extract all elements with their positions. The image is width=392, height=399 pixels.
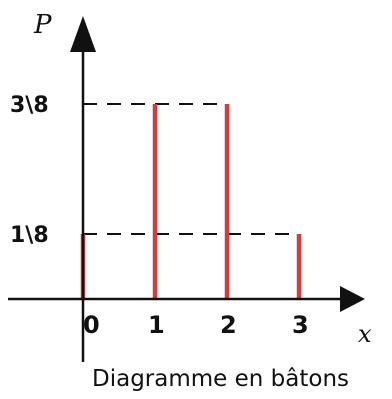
y-tick-label: 1\8 — [10, 223, 49, 248]
x-tick-label: 2 — [220, 311, 237, 339]
x-axis-arrow-icon — [340, 286, 365, 312]
x-tick-label: 0 — [83, 311, 100, 339]
chart-caption: Diagramme en bâtons — [92, 366, 349, 392]
x-axis-label: x — [358, 320, 372, 348]
x-tick-label: 1 — [148, 311, 165, 339]
x-tick-label: 3 — [292, 311, 309, 339]
y-axis-arrow-icon — [70, 16, 96, 52]
y-tick-label: 3\8 — [10, 93, 49, 118]
y-axis-label: P — [33, 10, 52, 40]
